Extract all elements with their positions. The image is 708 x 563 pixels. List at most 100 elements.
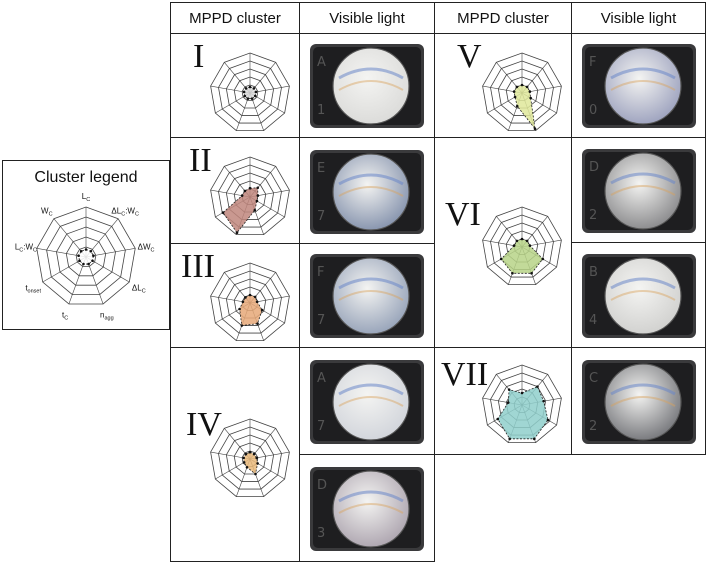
plate-number: 2 [589, 208, 597, 223]
profile-point [244, 296, 247, 299]
radar-ring [210, 262, 290, 341]
profile-point [240, 194, 244, 197]
cluster-cell-iv: IV [170, 347, 300, 562]
plate-number: 7 [317, 419, 325, 434]
radar-ring [233, 442, 267, 475]
legend-axis-label: LC [82, 192, 90, 203]
cluster-numeral: IV [186, 406, 222, 443]
legend-axis-label: ΔLC:WC [111, 206, 139, 217]
profile-point [533, 127, 537, 131]
radar-ring [56, 226, 116, 286]
profile-point [84, 248, 88, 251]
profile-point [77, 254, 80, 257]
header-mppd-cluster-right: MPPD cluster [434, 2, 572, 34]
profile-point [248, 450, 252, 454]
profile-point [248, 186, 252, 190]
radar-ring [218, 164, 282, 228]
plate-letter: B [589, 265, 598, 280]
cluster-numeral: I [193, 38, 205, 75]
profile-point [235, 231, 239, 235]
cluster-radar [482, 364, 562, 443]
radar-ring [210, 418, 290, 497]
legend-axis-label: ΔWC [138, 242, 155, 253]
radar-ring [225, 172, 275, 220]
birefringence-band [610, 80, 676, 91]
birefringence-band [338, 277, 404, 290]
profile-point [529, 96, 532, 100]
plate-letter: A [317, 371, 326, 386]
profile-point [512, 244, 516, 247]
profile-point [79, 249, 83, 253]
radar-ring [241, 84, 259, 101]
profile-point [513, 95, 517, 99]
legend-title: Cluster legend [34, 169, 138, 186]
radar-ring [233, 76, 267, 109]
birefringence-band [338, 396, 404, 407]
birefringence-band [610, 172, 676, 185]
radar-ring [225, 434, 275, 482]
profile-point [255, 456, 258, 460]
cluster-radar [482, 52, 562, 131]
profile-point [536, 385, 539, 388]
profile-point [533, 437, 536, 441]
profile-point [515, 104, 519, 108]
plate-number: 2 [589, 419, 597, 434]
profile-point [250, 97, 254, 100]
profile-point [255, 199, 259, 203]
radar-ring [225, 68, 275, 116]
profile-point [243, 189, 247, 193]
radar-ring [36, 206, 136, 305]
profile-point [244, 87, 248, 90]
profile-point [508, 437, 511, 441]
well-disc [604, 257, 682, 335]
radar-ring [46, 216, 126, 295]
profile-point [240, 324, 244, 327]
well-disc [332, 257, 410, 335]
radar-ring [210, 52, 290, 131]
header-visible-light-right: Visible light [571, 2, 706, 34]
cluster-profile [78, 249, 94, 265]
profile-point [515, 85, 519, 89]
profile-point [260, 308, 264, 312]
profile-point [78, 259, 81, 263]
profile-point [525, 239, 529, 243]
plate-letter: D [317, 478, 327, 493]
cluster-numeral: V [457, 38, 482, 75]
profile-point [520, 391, 524, 395]
profile-point [248, 293, 252, 297]
micrograph-photo: A1 [310, 44, 424, 128]
micrograph-photo: B4 [582, 254, 696, 338]
profile-point [242, 461, 246, 464]
well-disc [332, 470, 410, 548]
profile-point [246, 97, 250, 100]
birefringence-band [610, 185, 676, 196]
profile-point [89, 249, 93, 253]
plate-number: 0 [589, 103, 597, 118]
plate-letter: C [589, 371, 598, 386]
radar-ring [225, 278, 275, 326]
profile-point [506, 401, 510, 404]
profile-point [242, 456, 245, 460]
well-disc [604, 47, 682, 125]
birefringence-band [338, 173, 404, 186]
birefringence-band [610, 383, 676, 396]
profile-point [252, 452, 256, 456]
well-disc [332, 47, 410, 125]
well-disc [604, 363, 682, 441]
birefringence-band [610, 277, 676, 290]
profile-point [253, 208, 257, 212]
legend-axis-label: LC:WC [15, 242, 37, 253]
plate-number: 7 [317, 313, 325, 328]
radar-ring [490, 60, 554, 124]
cluster-cell-ii: II [170, 137, 300, 244]
cluster-cell-i: I [170, 33, 300, 138]
plate-letter: F [317, 265, 324, 280]
cluster-radar [210, 418, 290, 497]
profile-point [256, 322, 259, 325]
cluster-radar [210, 156, 290, 235]
well-disc [332, 153, 410, 231]
plate-letter: D [589, 160, 599, 175]
profile-point [91, 259, 94, 263]
